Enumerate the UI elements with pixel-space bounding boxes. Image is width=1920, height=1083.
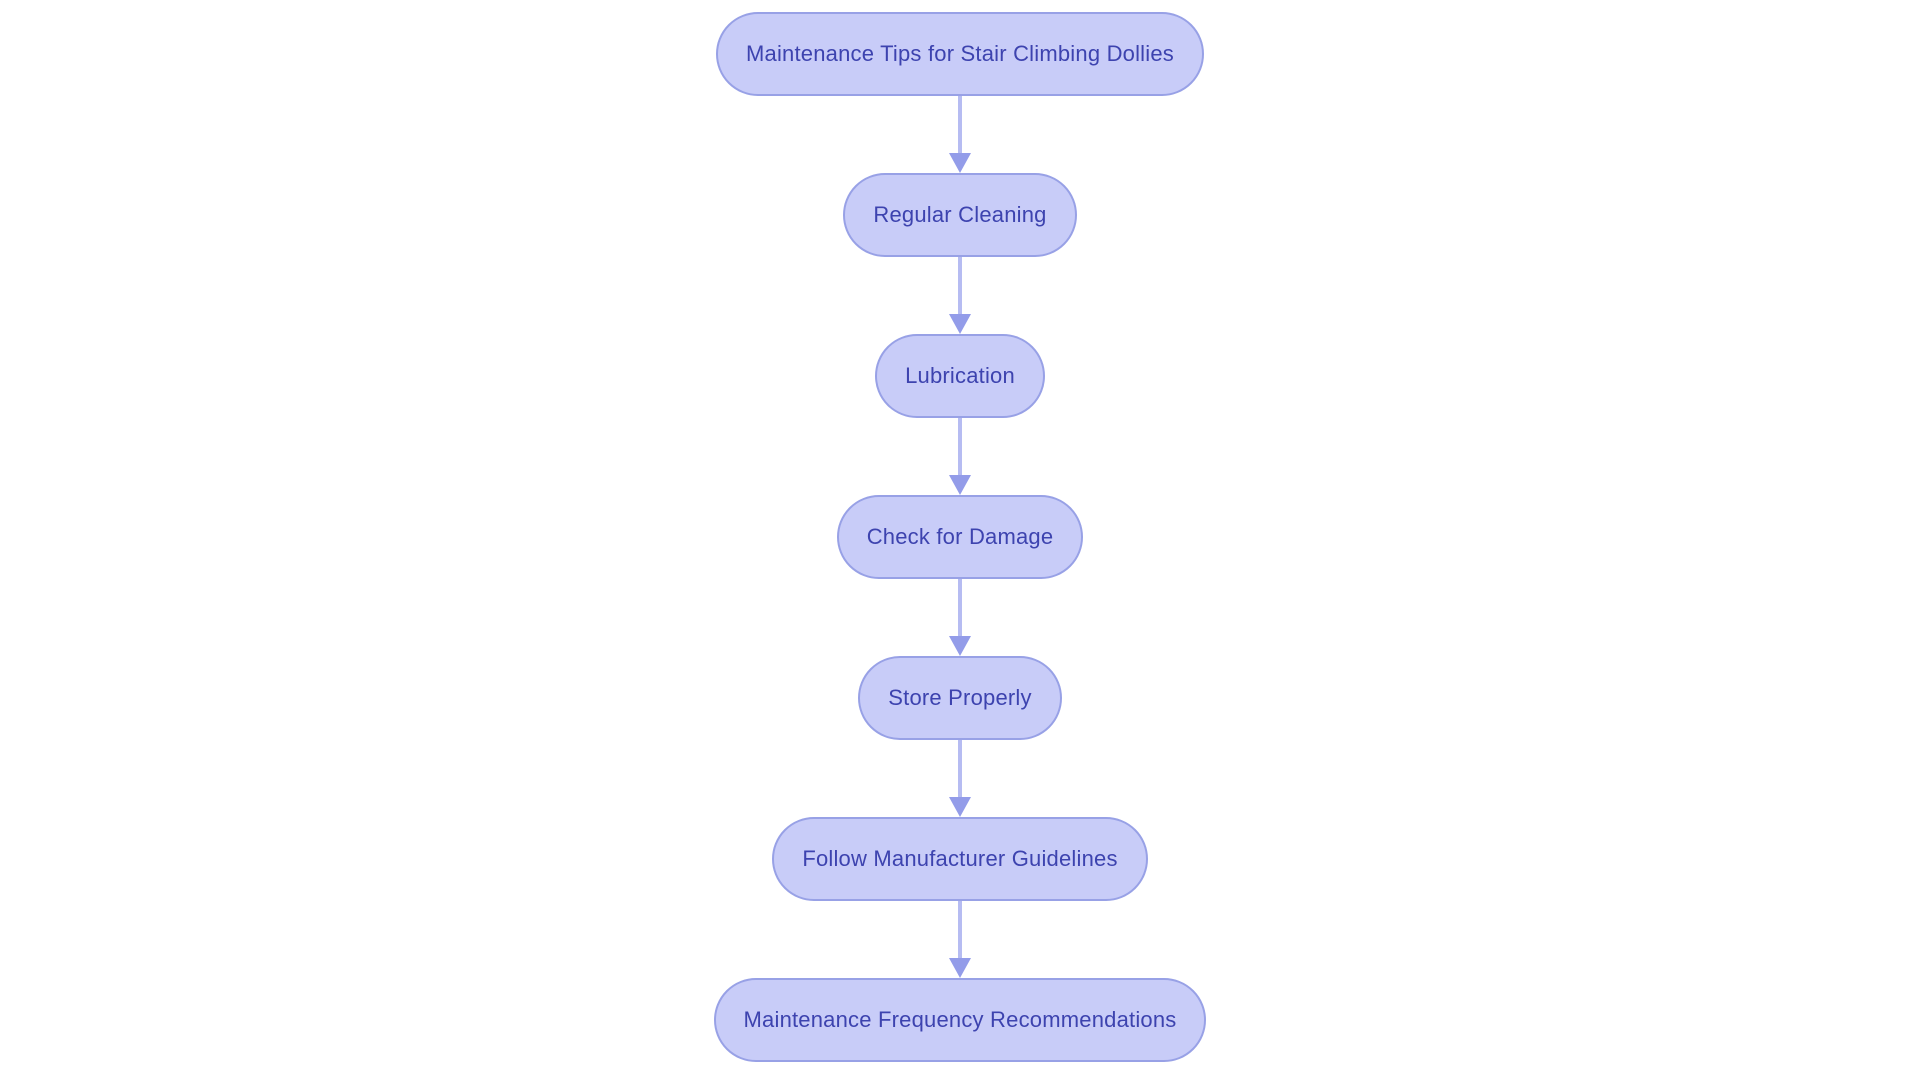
flow-node-label: Maintenance Frequency Recommendations (743, 1007, 1177, 1032)
arrow-head (949, 314, 971, 334)
flow-node-regular-cleaning: Regular Cleaning (843, 173, 1077, 257)
flow-node-label: Store Properly (888, 685, 1032, 710)
arrow-down-icon (948, 257, 972, 334)
arrow-line (958, 257, 962, 314)
arrow-line (958, 579, 962, 636)
flow-node-maintenance-frequency-recommendations: Maintenance Frequency Recommendations (713, 978, 1207, 1062)
arrow-down-icon (948, 579, 972, 656)
arrow-line (958, 901, 962, 958)
flow-node-lubrication: Lubrication (875, 334, 1045, 418)
arrow-down-icon (948, 418, 972, 495)
arrow-head (949, 797, 971, 817)
arrow-line (958, 740, 962, 797)
arrow-head (949, 636, 971, 656)
arrow-line (958, 418, 962, 475)
arrow-line (958, 96, 962, 153)
flow-node-follow-manufacturer-guidelines: Follow Manufacturer Guidelines (772, 817, 1148, 901)
flow-node-maintenance-tips: Maintenance Tips for Stair Climbing Doll… (716, 12, 1204, 96)
arrow-down-icon (948, 96, 972, 173)
flow-node-check-for-damage: Check for Damage (836, 495, 1084, 579)
flow-node-store-properly: Store Properly (858, 656, 1062, 740)
arrow-head (949, 475, 971, 495)
flow-node-label: Follow Manufacturer Guidelines (802, 846, 1118, 871)
flow-node-label: Maintenance Tips for Stair Climbing Doll… (746, 41, 1174, 66)
arrow-down-icon (948, 740, 972, 817)
arrow-down-icon (948, 901, 972, 978)
flow-node-label: Regular Cleaning (873, 202, 1047, 227)
arrow-head (949, 958, 971, 978)
flow-node-label: Lubrication (905, 363, 1015, 388)
arrow-head (949, 153, 971, 173)
flow-node-label: Check for Damage (866, 524, 1054, 549)
